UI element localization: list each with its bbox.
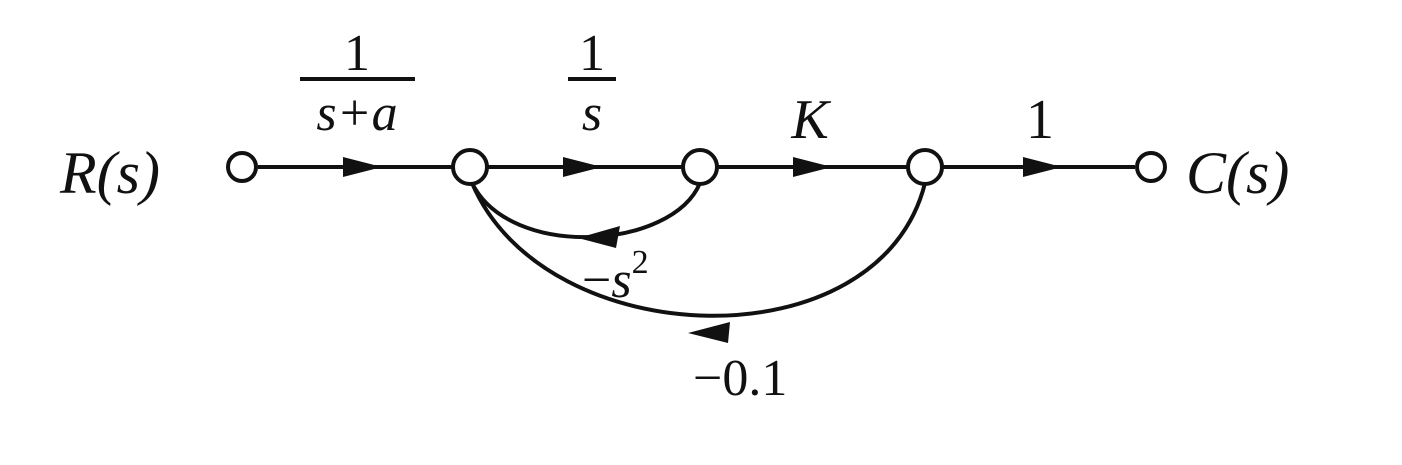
output-label: C(s) xyxy=(1186,140,1289,206)
arrowhead-branch1 xyxy=(343,157,382,177)
arrowhead-branch2 xyxy=(563,157,602,177)
arrowhead-branch4 xyxy=(1023,157,1062,177)
branch2-denominator: s xyxy=(582,85,602,142)
branch4-gain: 1 xyxy=(1026,89,1054,151)
node-output xyxy=(1135,151,1167,183)
branch1-denominator: s+a xyxy=(316,85,397,142)
node-1 xyxy=(451,148,489,186)
feedback-inner-base: s xyxy=(611,252,631,309)
arrowhead-feedback-inner xyxy=(578,226,620,248)
branch2-numerator: 1 xyxy=(579,25,605,82)
node-2 xyxy=(681,148,719,186)
feedback-inner-branch xyxy=(470,182,702,239)
feedback-outer-branch xyxy=(470,182,927,318)
feedback-outer-gain: −0.1 xyxy=(693,350,787,407)
node-3 xyxy=(906,148,944,186)
arrowhead-feedback-outer xyxy=(688,322,730,343)
feedback-inner-sign: − xyxy=(582,252,611,309)
feedback-inner-exponent: 2 xyxy=(632,244,649,281)
feedback-inner-gain: −s2 xyxy=(582,244,649,309)
input-label: R(s) xyxy=(59,140,160,206)
branch1-numerator: 1 xyxy=(344,25,370,82)
branch3-gain: K xyxy=(790,89,831,151)
node-input xyxy=(226,151,258,183)
arrowhead-branch3 xyxy=(793,157,832,177)
